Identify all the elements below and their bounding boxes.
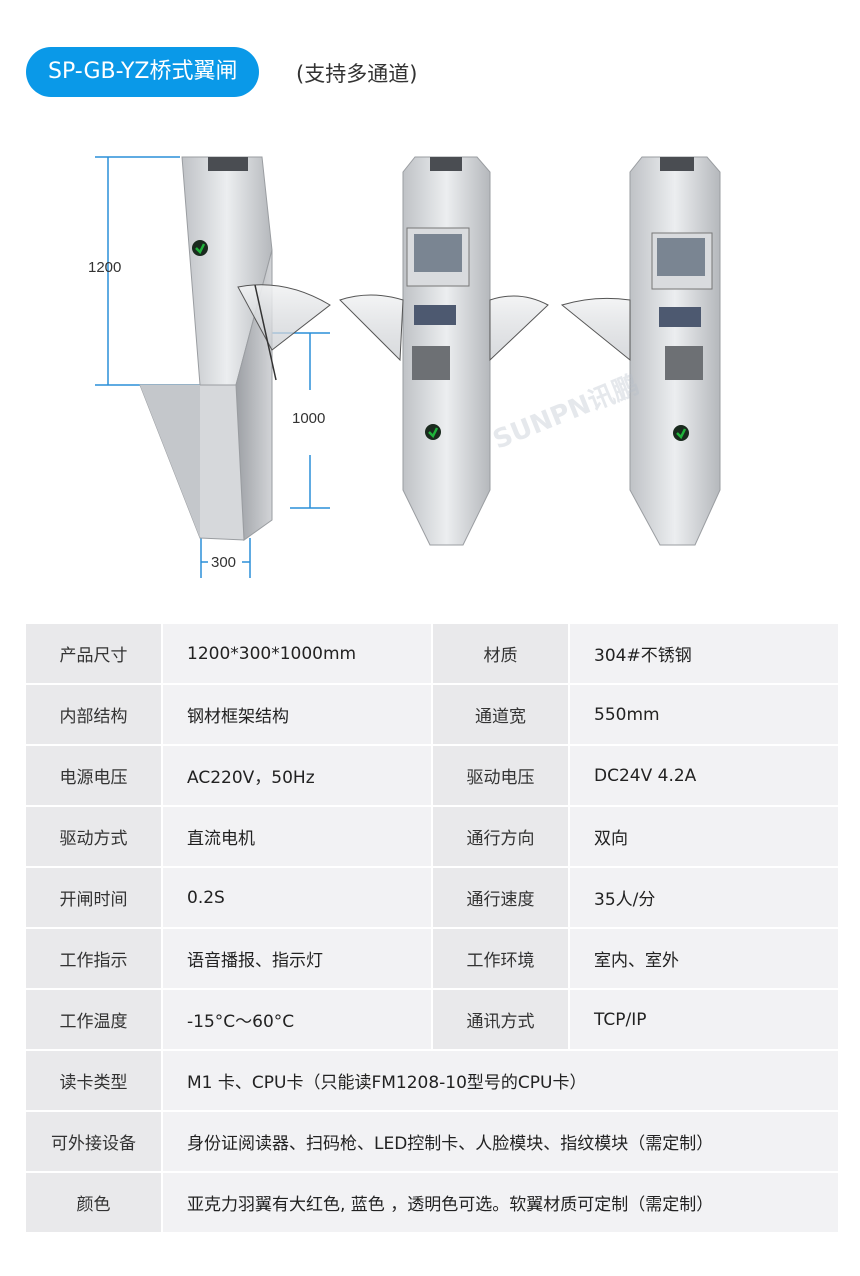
product-subtitle: (支持多通道) bbox=[296, 62, 418, 86]
table-row: 开闸时间 0.2S 通行速度 35人/分 bbox=[24, 866, 840, 929]
spec-label: 驱动电压 bbox=[431, 744, 570, 807]
spec-value: 直流电机 bbox=[161, 805, 433, 868]
spec-label: 工作环境 bbox=[431, 927, 570, 990]
spec-label: 内部结构 bbox=[24, 683, 163, 746]
spec-value: 304#不锈钢 bbox=[568, 622, 840, 685]
spec-label: 读卡类型 bbox=[24, 1049, 163, 1112]
spec-value: 550mm bbox=[568, 683, 840, 746]
table-row: 工作温度 -15°C～60°C 通讯方式 TCP/IP bbox=[24, 988, 840, 1051]
spec-label: 通讯方式 bbox=[431, 988, 570, 1051]
product-illustration: 1200 1000 300 bbox=[88, 156, 721, 578]
table-row: 电源电压 AC220V，50Hz 驱动电压 DC24V 4.2A bbox=[24, 744, 840, 807]
table-row: 产品尺寸 1200*300*1000mm 材质 304#不锈钢 bbox=[24, 622, 840, 685]
spec-value: 语音播报、指示灯 bbox=[161, 927, 433, 990]
spec-value: 亚克力羽翼有大红色, 蓝色 ，透明色可选。软翼材质可定制（需定制） bbox=[161, 1171, 840, 1234]
dimension-label-width: 300 bbox=[211, 554, 236, 571]
spec-value: 钢材框架结构 bbox=[161, 683, 433, 746]
dimension-label-body-height: 1000 bbox=[292, 410, 325, 427]
spec-value: TCP/IP bbox=[568, 988, 840, 1051]
spec-value: 室内、室外 bbox=[568, 927, 840, 990]
table-row: 驱动方式 直流电机 通行方向 双向 bbox=[24, 805, 840, 868]
table-row: 读卡类型 M1 卡、CPU卡（只能读FM1208-10型号的CPU卡） bbox=[24, 1049, 840, 1112]
spec-value: 35人/分 bbox=[568, 866, 840, 929]
spec-label: 通道宽 bbox=[431, 683, 570, 746]
turnstile-front-view-2 bbox=[560, 156, 721, 546]
table-row: 内部结构 钢材框架结构 通道宽 550mm bbox=[24, 683, 840, 746]
spec-value: DC24V 4.2A bbox=[568, 744, 840, 807]
spec-table: 产品尺寸 1200*300*1000mm 材质 304#不锈钢 内部结构 钢材框… bbox=[24, 622, 840, 1234]
spec-label: 材质 bbox=[431, 622, 570, 685]
turnstile-side-view bbox=[139, 156, 331, 541]
spec-value: 1200*300*1000mm bbox=[161, 622, 433, 685]
turnstile-front-view bbox=[339, 156, 549, 546]
spec-value: 双向 bbox=[568, 805, 840, 868]
spec-value: AC220V，50Hz bbox=[161, 744, 433, 807]
table-row: 可外接设备 身份证阅读器、扫码枪、LED控制卡、人脸模块、指纹模块（需定制） bbox=[24, 1110, 840, 1173]
spec-label: 开闸时间 bbox=[24, 866, 163, 929]
spec-value: 身份证阅读器、扫码枪、LED控制卡、人脸模块、指纹模块（需定制） bbox=[161, 1110, 840, 1173]
spec-label: 颜色 bbox=[24, 1171, 163, 1234]
spec-label: 工作温度 bbox=[24, 988, 163, 1051]
table-row: 颜色 亚克力羽翼有大红色, 蓝色 ，透明色可选。软翼材质可定制（需定制） bbox=[24, 1171, 840, 1234]
spec-value: 0.2S bbox=[161, 866, 433, 929]
product-title: SP-GB-YZ桥式翼闸 bbox=[26, 47, 260, 97]
spec-label: 可外接设备 bbox=[24, 1110, 163, 1173]
spec-label: 驱动方式 bbox=[24, 805, 163, 868]
spec-label: 通行方向 bbox=[431, 805, 570, 868]
spec-value: M1 卡、CPU卡（只能读FM1208-10型号的CPU卡） bbox=[161, 1049, 840, 1112]
spec-value: -15°C～60°C bbox=[161, 988, 433, 1051]
spec-label: 产品尺寸 bbox=[24, 622, 163, 685]
spec-label: 工作指示 bbox=[24, 927, 163, 990]
dimension-label-total-height: 1200 bbox=[88, 259, 121, 276]
spec-label: 电源电压 bbox=[24, 744, 163, 807]
spec-label: 通行速度 bbox=[431, 866, 570, 929]
table-row: 工作指示 语音播报、指示灯 工作环境 室内、室外 bbox=[24, 927, 840, 990]
